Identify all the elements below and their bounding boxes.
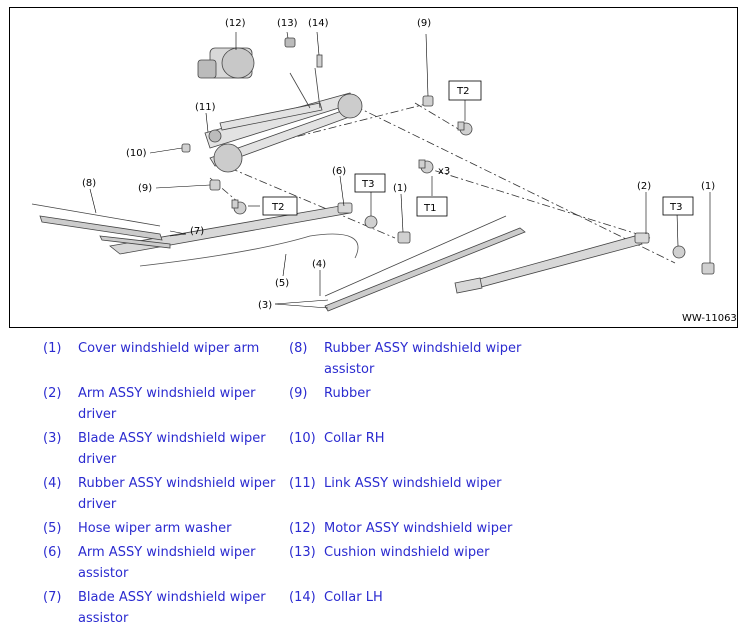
legend-item-number: (12) (289, 521, 316, 536)
diagram-frame: (12) (13) (14) (9) (11) (10) (9) (8) (7)… (9, 7, 738, 328)
callout-2: (2) (637, 181, 651, 192)
figure-id: WW-11063 (682, 313, 737, 324)
callout-8: (8) (82, 178, 96, 189)
torque-t1: T1 (423, 203, 436, 214)
callout-7: (7) (190, 226, 204, 237)
legend-item-text: Cover windshield wiper arm (78, 341, 260, 356)
legend-item-number: (10) (289, 431, 316, 446)
driver-blade (324, 227, 526, 312)
washer-hose (139, 233, 359, 267)
motor-assembly (197, 37, 296, 79)
callout-9-top: (9) (417, 18, 431, 29)
legend-item-number: (8) (289, 341, 308, 356)
torque-t2-top: T2 (456, 86, 469, 97)
link-assembly (204, 67, 363, 173)
legend-item-number: (6) (43, 545, 62, 560)
driver-arm (454, 232, 650, 294)
callout-13: (13) (277, 18, 298, 29)
legend-item-text: Arm ASSY windshield wiper driver (78, 386, 256, 422)
legend-item-number: (5) (43, 521, 62, 536)
callout-6: (6) (332, 166, 346, 177)
callout-1-mid: (1) (393, 183, 407, 194)
legend-item-text: Rubber ASSY windshield wiper driver (78, 476, 276, 512)
quantity-label: x3 (438, 166, 450, 177)
parts-legend: (1) Cover windshield wiper arm (2) Arm ASSY… (0, 338, 749, 628)
callout-11: (11) (195, 102, 216, 113)
legend-item-text: Blade ASSY windshield wiper driver (78, 431, 266, 467)
callout-12: (12) (225, 18, 246, 29)
legend-item-number: (11) (289, 476, 316, 491)
legend-item-text: Collar LH (324, 590, 383, 605)
legend-item-text: Blade ASSY windshield wiper assistor (78, 590, 266, 626)
torque-t2-left: T2 (271, 202, 284, 213)
callout-4: (4) (312, 259, 326, 270)
legend-item-text: Hose wiper arm washer (78, 521, 232, 536)
legend-item-text: Rubber (324, 386, 371, 401)
torque-t3-mid: T3 (361, 179, 374, 190)
legend-item-text: Link ASSY windshield wiper (324, 476, 502, 491)
torque-t3-right: T3 (669, 202, 682, 213)
callout-5: (5) (275, 278, 289, 289)
legend-item-text: Rubber ASSY windshield wiper assistor (324, 341, 522, 377)
callout-3: (3) (258, 300, 272, 311)
callout-9-left: (9) (138, 183, 152, 194)
legend-item-number: (14) (289, 590, 316, 605)
legend-item-number: (7) (43, 590, 62, 605)
wiper-exploded-diagram: (12) (13) (14) (9) (11) (10) (9) (8) (7)… (31, 18, 737, 324)
legend-item-number: (1) (43, 341, 62, 356)
legend-item-text: Arm ASSY windshield wiper assistor (78, 545, 256, 581)
legend-item-number: (9) (289, 386, 308, 401)
legend-item-number: (2) (43, 386, 62, 401)
legend-item-number: (3) (43, 431, 62, 446)
legend-item-text: Cushion windshield wiper (324, 545, 490, 560)
legend-item-text: Motor ASSY windshield wiper (324, 521, 513, 536)
callout-14: (14) (308, 18, 329, 29)
assistor-arm (109, 202, 353, 255)
assistor-blade (31, 203, 171, 249)
callout-10: (10) (126, 148, 147, 159)
callout-1-right: (1) (701, 181, 715, 192)
legend-item-text: Collar RH (324, 431, 385, 446)
legend-item-number: (13) (289, 545, 316, 560)
legend-item-number: (4) (43, 476, 62, 491)
